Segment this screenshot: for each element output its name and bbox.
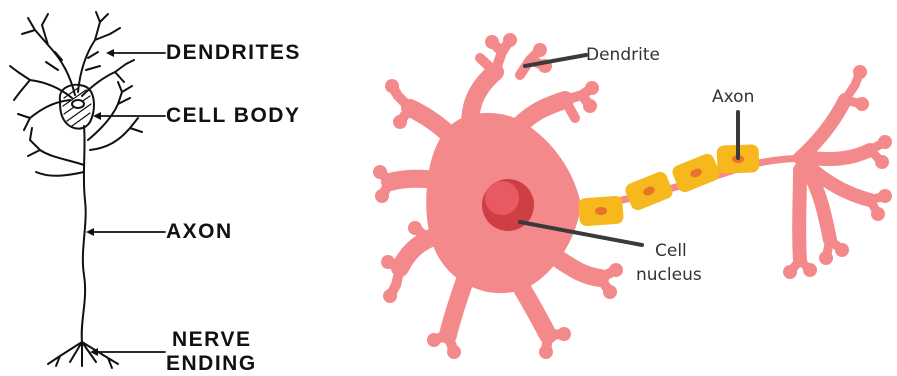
cell-nucleus-label-line1: Cell (655, 240, 687, 262)
dendrite-branches (10, 12, 134, 130)
myelin-sheath (579, 145, 758, 225)
dendrites-label: DENDRITES (166, 41, 301, 65)
axon-cartoon-label: Axon (712, 86, 754, 108)
cell-body-label: CELL BODY (166, 104, 300, 128)
dendrite-label: Dendrite (586, 44, 660, 66)
nerve-ending-label-line2: ENDING (166, 352, 257, 376)
cartoon-axon-terminal (799, 100, 870, 260)
left-arrow-heads (86, 49, 114, 356)
nerve-ending-label-line1: NERVE (172, 328, 251, 352)
line-axon (82, 126, 86, 342)
line-drawing-neuron: DENDRITES CELL BODY AXON NERVE ENDING (0, 0, 340, 376)
left-pointer-lines (90, 53, 165, 352)
cartoon-neuron: Dendrite Axon Cell nucleus (370, 0, 897, 376)
line-nerve-ending (48, 342, 118, 368)
cell-nucleus-label-line2: nucleus (636, 264, 702, 286)
axon-label: AXON (166, 220, 233, 244)
